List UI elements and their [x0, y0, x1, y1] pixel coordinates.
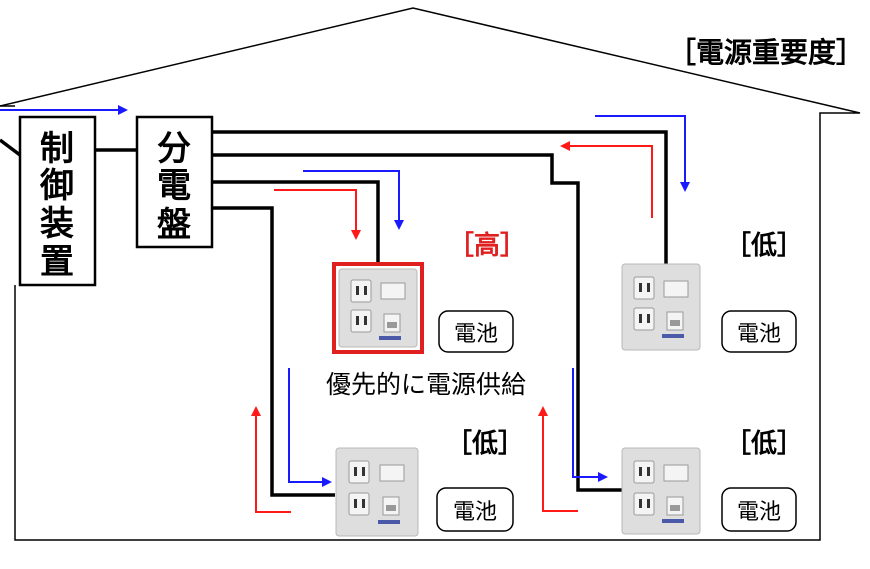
control-device-char: 置	[40, 242, 74, 282]
battery-box: 電池	[436, 487, 514, 532]
outlet-high	[332, 262, 424, 354]
outlet-low	[335, 447, 419, 537]
battery-label: 電池	[737, 500, 781, 525]
battery-label: 電池	[454, 322, 498, 347]
battery-label: 電池	[453, 500, 497, 525]
outlet-low	[621, 263, 701, 351]
supply-arrow	[572, 368, 608, 482]
return-arrow	[251, 406, 291, 513]
house-outline	[0, 7, 861, 541]
control-device-char: 装	[40, 204, 74, 244]
priority-supply-caption: 優先的に電源供給	[326, 370, 526, 399]
supply-arrow	[595, 115, 690, 192]
priority-label-high: ［高］	[448, 230, 526, 261]
return-arrow	[274, 189, 361, 240]
distribution-board-char: 分	[157, 129, 191, 169]
priority-label-low: ［低］	[725, 429, 803, 459]
control-device: 制 御 装 置	[18, 115, 97, 287]
diagram-title: ［電源重要度］	[668, 36, 864, 69]
control-device-char: 制	[40, 129, 74, 169]
control-device-char: 御	[39, 166, 74, 206]
supply-arrow	[288, 368, 332, 487]
distribution-board-char: 盤	[157, 205, 191, 245]
battery-box: 電池	[721, 310, 797, 353]
priority-label-low: ［低］	[725, 231, 803, 261]
return-arrow	[538, 406, 578, 512]
outlet-low	[621, 447, 701, 535]
battery-box: 電池	[721, 487, 797, 532]
battery-box: 電池	[438, 310, 514, 353]
wiring	[0, 130, 668, 497]
distribution-board-char: 電	[157, 166, 191, 206]
supply-arrow	[303, 170, 404, 230]
distribution-board: 分 電 盤	[135, 115, 214, 249]
priority-label-low: ［低］	[446, 429, 524, 459]
return-arrow	[560, 141, 653, 218]
battery-label: 電池	[737, 322, 781, 347]
